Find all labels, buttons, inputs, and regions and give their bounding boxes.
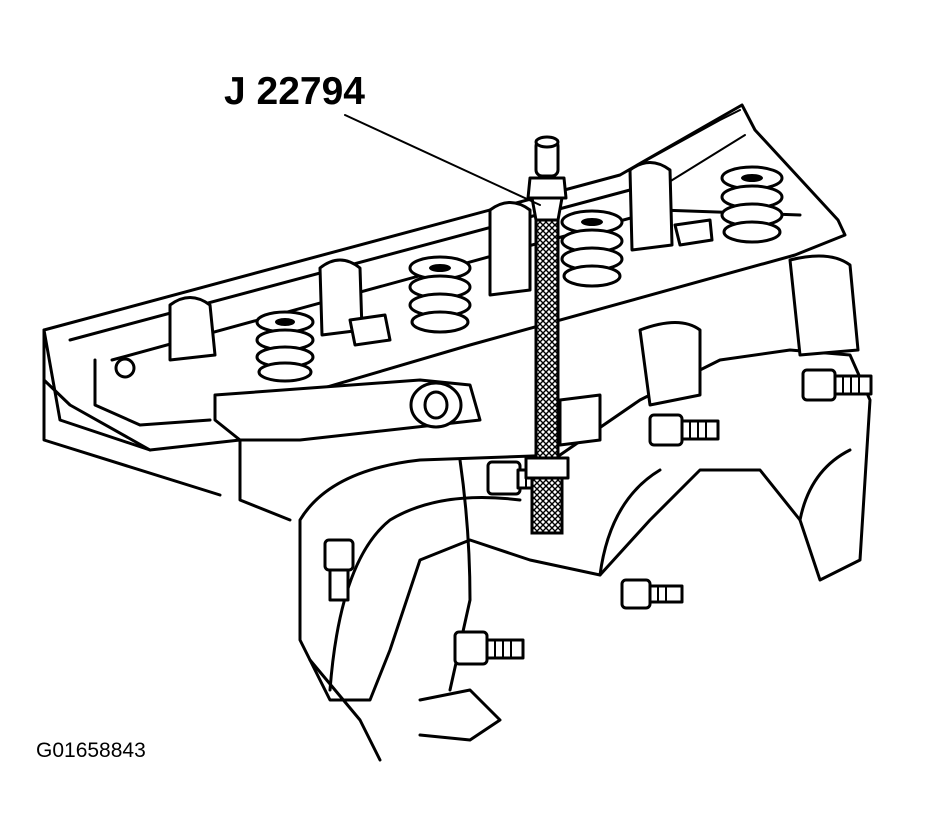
manifold-bolt-2 bbox=[648, 413, 720, 447]
valve-spring-1 bbox=[255, 310, 315, 383]
manifold-bolt-6 bbox=[323, 538, 355, 602]
callout-leader-line bbox=[344, 114, 541, 206]
valve-spring-3 bbox=[560, 209, 624, 288]
valve-spring-4 bbox=[720, 165, 784, 244]
tool-callout-label: J 22794 bbox=[224, 70, 365, 113]
exhaust-manifold bbox=[298, 254, 872, 762]
adapter-tool-j22794 bbox=[524, 135, 570, 535]
manifold-bolt-4 bbox=[620, 578, 684, 610]
manifold-bolt-1 bbox=[801, 368, 873, 402]
figure-id-label: G01658843 bbox=[36, 739, 146, 762]
manifold-bolt-5 bbox=[453, 630, 525, 666]
valve-spring-2 bbox=[408, 255, 472, 334]
